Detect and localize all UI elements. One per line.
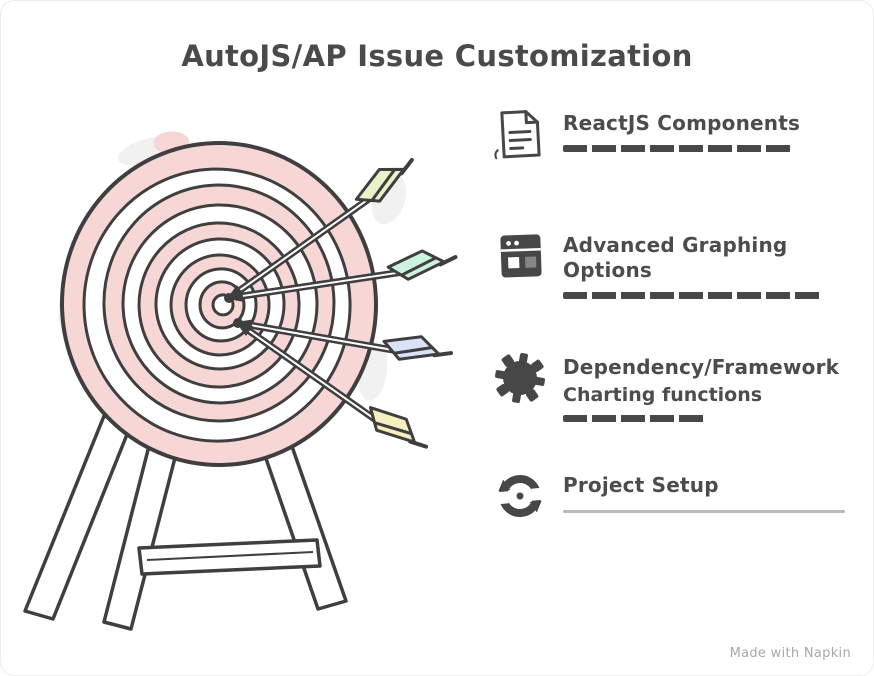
panel-grid-icon [500, 234, 542, 278]
feature-item-setup: Project Setup [489, 465, 845, 527]
underline-stroke [563, 145, 795, 152]
feature-title: Advanced Graphing Options [563, 233, 788, 282]
page-title: AutoJS/AP Issue Customization [181, 39, 693, 73]
watermark: Made with Napkin [729, 646, 851, 661]
impact-mark [224, 293, 234, 303]
stand-leg-middle [102, 444, 179, 631]
impact-mark [233, 318, 243, 328]
arrow-mint [225, 249, 458, 302]
underline-stroke [563, 415, 705, 422]
feature-title: Dependency/Framework [563, 355, 840, 379]
gear-icon [495, 353, 545, 403]
arrow-blue [234, 319, 454, 361]
arrows [224, 157, 458, 449]
feature-item-components: ReactJS Components [489, 103, 800, 165]
underline-stroke [563, 292, 821, 299]
feature-item-graphing: Advanced Graphing Options [489, 225, 869, 299]
feature-title: Project Setup [563, 473, 719, 497]
document-icon [494, 110, 541, 160]
underline-stroke [563, 510, 845, 513]
target-illustration [23, 131, 458, 631]
target-rings [59, 131, 379, 467]
sync-icon [496, 475, 544, 517]
feature-title: ReactJS Components [563, 111, 801, 135]
feature-item-framework: Dependency/Framework Charting functions [489, 347, 839, 422]
feature-subtitle: Charting functions [563, 384, 763, 406]
